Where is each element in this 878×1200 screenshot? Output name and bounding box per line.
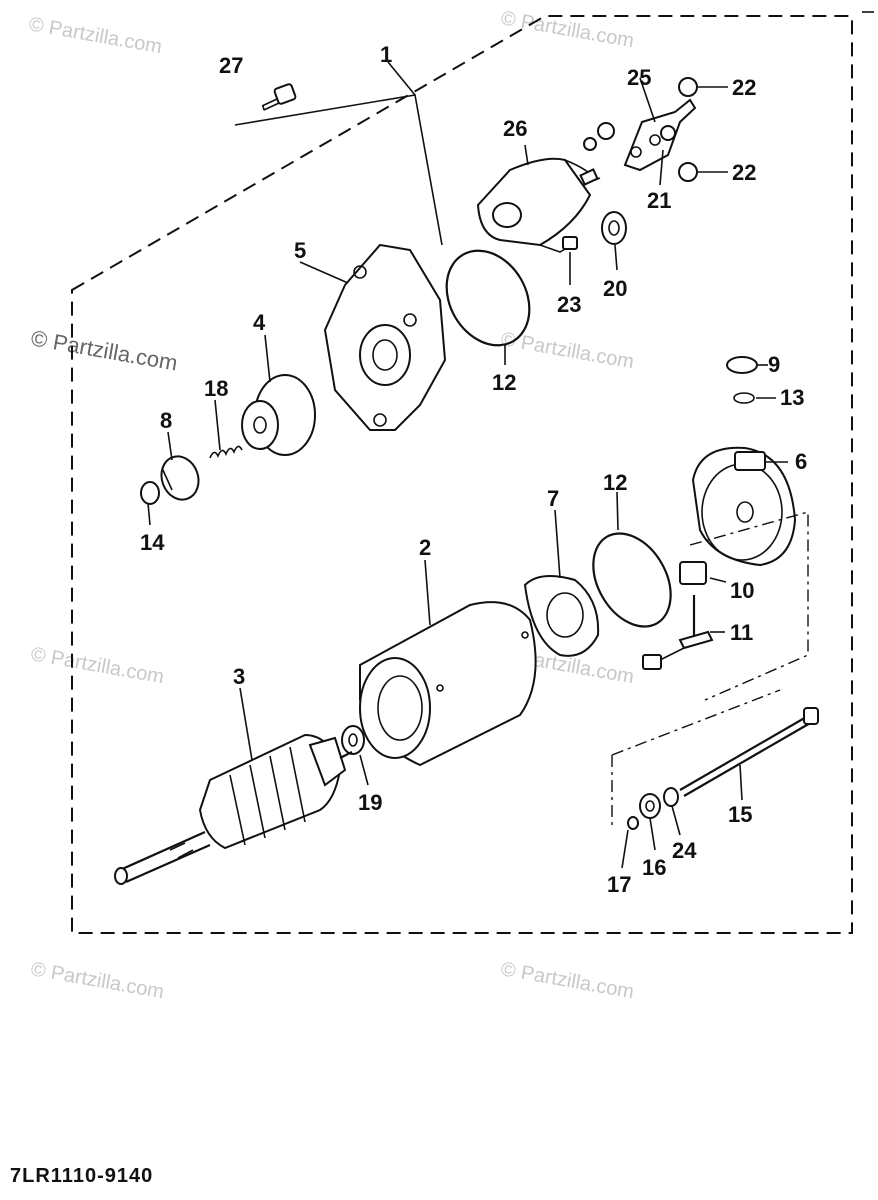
watermark-top-left: © Partzilla.com <box>27 13 164 58</box>
part-23-screw <box>562 236 578 250</box>
part-27-bolt <box>261 83 297 111</box>
part-12-o-ring-upper <box>445 249 531 347</box>
callout-18: 18 <box>204 376 228 401</box>
diagram-part-code: 7LR1110-9140 <box>10 1165 153 1187</box>
part-18-spring <box>209 445 243 459</box>
callout-14: 14 <box>140 530 165 555</box>
callout-17: 17 <box>607 872 631 897</box>
callout-5: 5 <box>294 238 306 263</box>
part-7-brush-plate <box>523 575 600 657</box>
callout-23: 23 <box>557 292 581 317</box>
part-10-brush-holder <box>679 561 727 585</box>
callout-21: 21 <box>647 188 671 213</box>
callout-3: 3 <box>233 664 245 689</box>
watermark-bottom-left: © Partzilla.com <box>29 958 166 1003</box>
part-20-washer <box>601 211 627 245</box>
guide-line-bracket <box>689 511 809 701</box>
watermark-mid-left: © Partzilla.com <box>29 325 179 375</box>
callout-15: 15 <box>728 802 752 827</box>
callout-12-upper: 12 <box>492 370 516 395</box>
part-16-washer <box>639 793 661 819</box>
part-5-front-cover <box>323 243 447 431</box>
callout-1: 1 <box>380 42 392 67</box>
part-19-washer <box>341 725 365 755</box>
callout-10: 10 <box>730 578 754 603</box>
part-21-washer <box>659 125 676 186</box>
part-12-o-ring-lower <box>592 532 672 628</box>
callout-11: 11 <box>730 620 753 645</box>
callout-6: 6 <box>795 449 807 474</box>
part-14-clip <box>140 481 160 505</box>
callout-12-lower: 12 <box>603 470 627 495</box>
callout-22-lower: 22 <box>732 160 756 185</box>
part-11-terminal-bolt <box>642 595 714 670</box>
callout-13: 13 <box>780 385 804 410</box>
part-13-small-ring <box>733 392 755 404</box>
leader-lines <box>147 77 788 869</box>
part-2-yoke <box>359 601 537 767</box>
part-24-washer <box>663 787 679 807</box>
callout-19: 19 <box>358 790 382 815</box>
part-17-ring <box>627 816 639 830</box>
guide-line-bolt <box>611 689 781 756</box>
part-22-nut-lower <box>678 162 728 182</box>
part-22-nut-upper <box>678 77 728 97</box>
callout-27: 27 <box>219 53 243 78</box>
callout-20: 20 <box>603 276 627 301</box>
callout-8: 8 <box>160 408 172 433</box>
callout-25: 25 <box>627 65 651 90</box>
part-25-terminal <box>623 98 697 172</box>
leader-1-tick <box>387 61 416 96</box>
watermark-group: © Partzilla.com © Partzilla.com © Partzi… <box>27 7 636 1003</box>
part-small-nuts <box>583 122 615 151</box>
part-3-armature <box>114 733 353 885</box>
callout-22-upper: 22 <box>732 75 756 100</box>
part-4-clutch <box>241 374 316 456</box>
callout-9: 9 <box>768 352 780 377</box>
part-26-solenoid <box>476 157 601 253</box>
callout-16: 16 <box>642 855 666 880</box>
watermark-lower-left: © Partzilla.com <box>29 643 166 688</box>
callout-24: 24 <box>672 838 697 863</box>
part-15-through-bolt <box>679 707 819 797</box>
leader-1 <box>234 94 443 246</box>
part-9-grommet <box>726 356 768 374</box>
callout-7: 7 <box>547 486 559 511</box>
callout-4: 4 <box>253 310 266 335</box>
watermark-bottom-right: © Partzilla.com <box>499 958 636 1003</box>
part-6-rear-cover <box>691 446 797 567</box>
callout-labels: 1 2 3 4 5 6 7 8 9 10 11 12 12 13 14 15 1… <box>140 42 807 897</box>
callout-2: 2 <box>419 535 431 560</box>
callout-26: 26 <box>503 116 527 141</box>
part-8-sleeve <box>160 455 200 501</box>
